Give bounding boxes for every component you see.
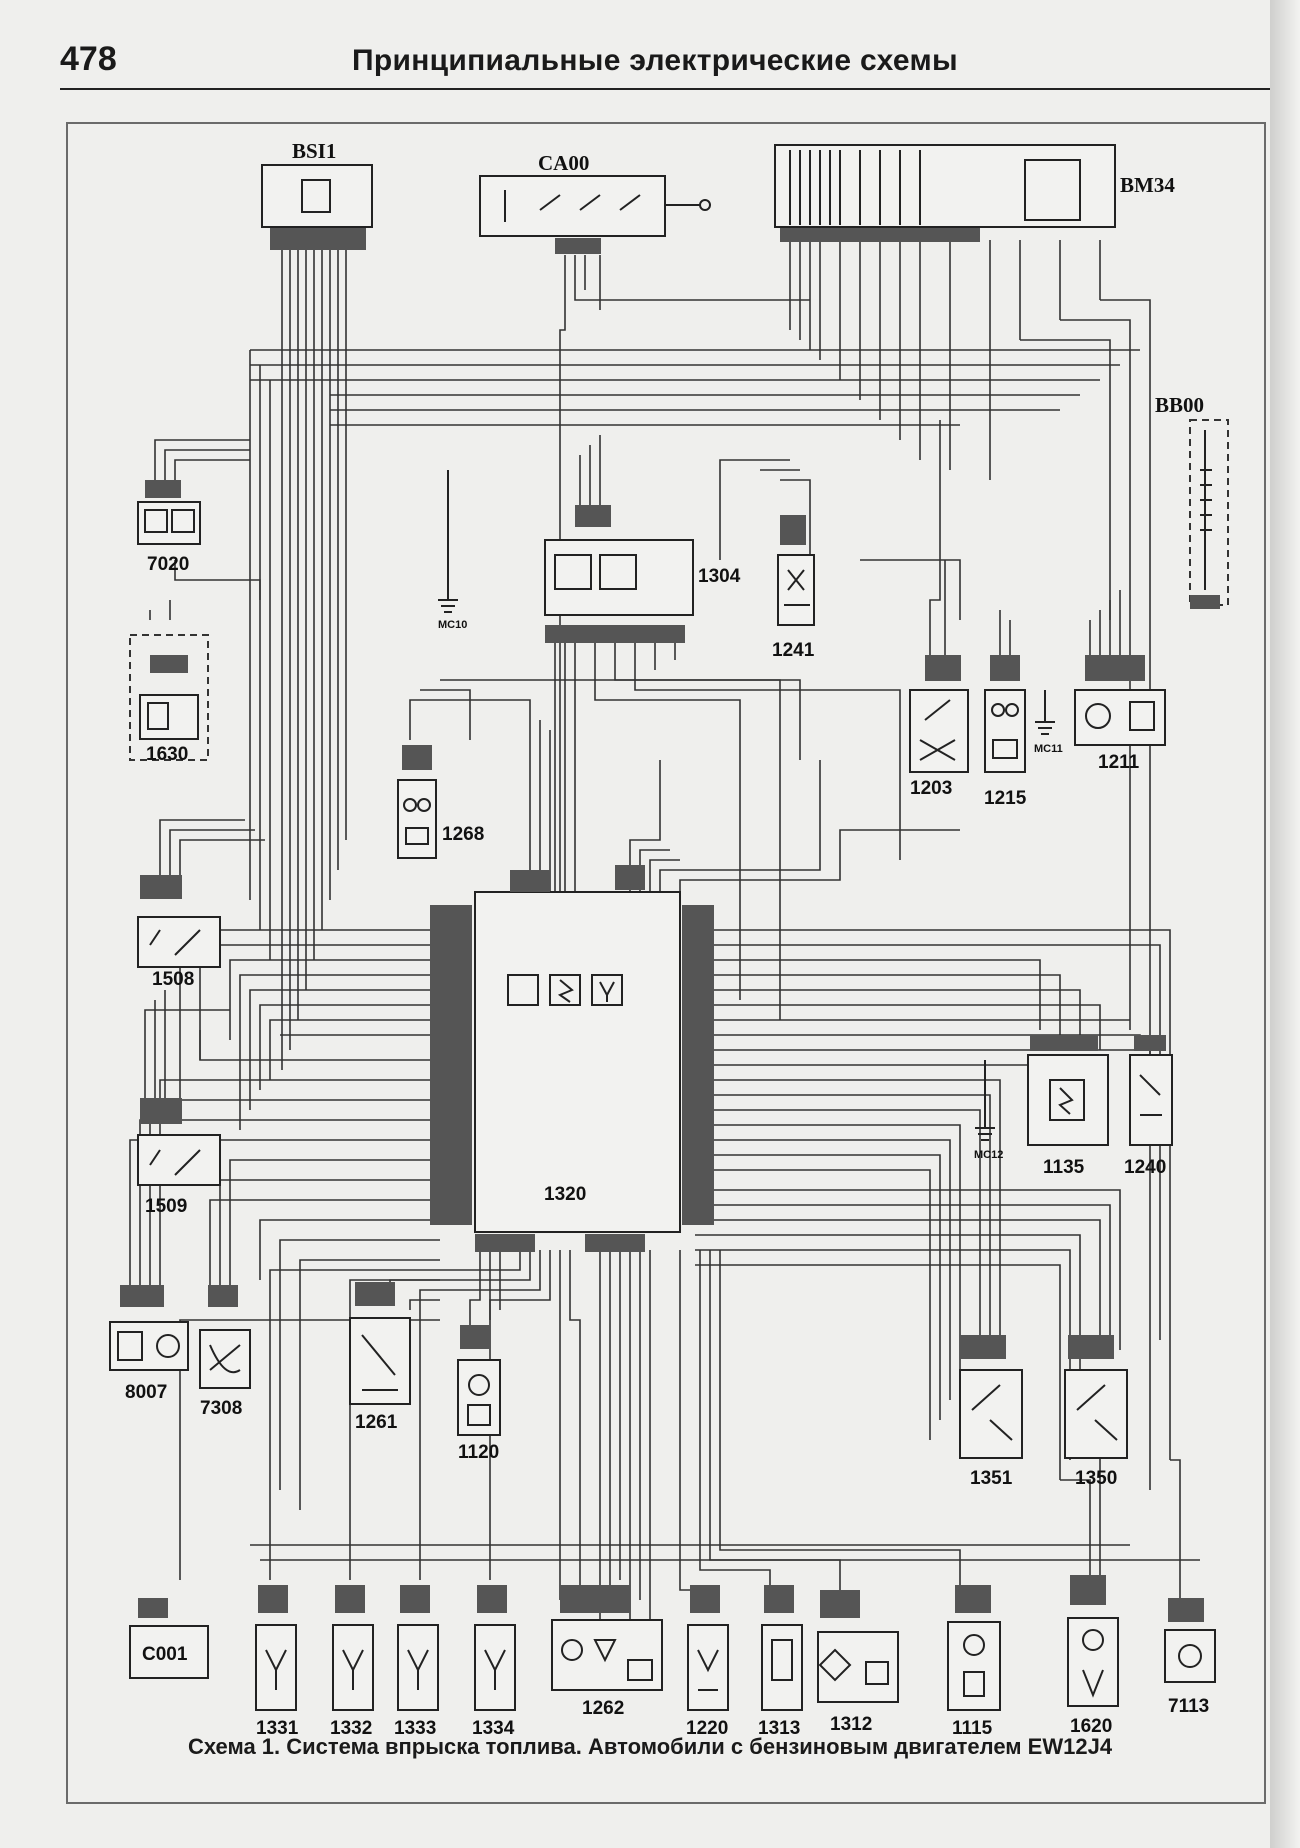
component-1312: 1312 xyxy=(817,1590,899,1735)
label-1268: 1268 xyxy=(442,824,484,845)
ground-label-3: MC12 xyxy=(974,1149,1003,1161)
component-1630: 1630 xyxy=(129,634,209,765)
label-BSI1: BSI1 xyxy=(292,139,336,163)
diagram-frame xyxy=(66,122,1266,1804)
component-1332: 1332 xyxy=(330,1585,374,1739)
diagram-caption: Схема 1. Система впрыска топлива. Автомо… xyxy=(187,1734,1113,1759)
label-1115: 1115 xyxy=(952,1718,993,1739)
component-1508: 1508 xyxy=(137,875,221,990)
label-1240: 1240 xyxy=(1124,1157,1166,1178)
component-1351: 1351 xyxy=(959,1335,1023,1489)
label-1509: 1509 xyxy=(145,1196,187,1217)
component-1320-ecu: 1320 xyxy=(430,865,714,1252)
label-1332: 1332 xyxy=(330,1718,372,1739)
label-1630: 1630 xyxy=(146,744,188,765)
ground-label-2: MC11 xyxy=(1034,743,1063,755)
label-7308: 7308 xyxy=(200,1398,242,1419)
label-CA00: CA00 xyxy=(538,151,589,175)
component-1304: 1304 xyxy=(544,505,741,643)
page-number: 478 xyxy=(60,40,117,78)
ground-label-1: MC10 xyxy=(438,619,467,631)
label-8007: 8007 xyxy=(125,1382,167,1403)
component-1211: 1211 xyxy=(1074,655,1166,773)
component-1333: 1333 xyxy=(394,1585,439,1739)
component-C001: C001 xyxy=(129,1598,209,1679)
component-CA00: CA00 xyxy=(479,151,711,254)
component-BSI1: BSI1 xyxy=(261,139,373,250)
component-BM34: BM34 xyxy=(774,144,1175,242)
label-1350: 1350 xyxy=(1075,1468,1117,1489)
ground-marker-mc10: MC10 xyxy=(438,470,467,631)
label-C001: C001 xyxy=(142,1644,188,1665)
component-1241: 1241 xyxy=(772,515,815,661)
component-1313: 1313 xyxy=(758,1585,803,1739)
label-1261: 1261 xyxy=(355,1412,398,1433)
component-BB00: BB00 xyxy=(1155,393,1229,609)
label-1211: 1211 xyxy=(1098,752,1140,773)
label-1262: 1262 xyxy=(582,1698,624,1719)
label-1333: 1333 xyxy=(394,1718,436,1739)
component-1350: 1350 xyxy=(1064,1335,1128,1489)
label-1351: 1351 xyxy=(970,1468,1013,1489)
component-1135: 1135 xyxy=(1027,1035,1109,1178)
component-7308: 7308 xyxy=(199,1285,251,1419)
label-1331: 1331 xyxy=(256,1718,299,1739)
label-1135: 1135 xyxy=(1043,1157,1085,1178)
component-1120: 1120 xyxy=(457,1325,501,1463)
label-1220: 1220 xyxy=(686,1718,728,1739)
component-1240: 1240 xyxy=(1124,1035,1173,1178)
label-1312: 1312 xyxy=(830,1714,872,1735)
label-1334: 1334 xyxy=(472,1718,515,1739)
component-1268: 1268 xyxy=(397,745,484,859)
label-BM34: BM34 xyxy=(1120,173,1175,197)
component-8007: 8007 xyxy=(109,1285,189,1403)
ecu-spark-icon xyxy=(549,974,581,1006)
label-1120: 1120 xyxy=(458,1442,499,1463)
component-1509: 1509 xyxy=(137,1098,221,1217)
ground-marker-mc11: MC11 xyxy=(1034,690,1063,755)
page-edge xyxy=(1270,0,1300,1848)
component-7020: 7020 xyxy=(137,480,201,575)
wire-harness xyxy=(129,240,1200,1620)
label-BB00: BB00 xyxy=(1155,393,1204,417)
label-1304: 1304 xyxy=(698,566,741,587)
component-1203: 1203 xyxy=(909,655,969,799)
label-7020: 7020 xyxy=(147,554,189,575)
component-1261: 1261 xyxy=(349,1282,411,1433)
label-1620: 1620 xyxy=(1070,1716,1112,1737)
page-title: Принципиальные электрические схемы xyxy=(352,44,958,77)
label-1241: 1241 xyxy=(772,640,815,661)
component-7113: 7113 xyxy=(1164,1598,1216,1717)
label-1320: 1320 xyxy=(544,1184,586,1205)
component-1215: 1215 xyxy=(984,655,1027,809)
label-1313: 1313 xyxy=(758,1718,800,1739)
label-7113: 7113 xyxy=(1168,1696,1209,1717)
component-1620: 1620 xyxy=(1067,1575,1119,1737)
label-1508: 1508 xyxy=(152,969,194,990)
page-header: 478 Принципиальные электрические схемы xyxy=(60,36,1270,90)
ground-marker-mc12: MC12 xyxy=(974,1060,1003,1161)
label-1203: 1203 xyxy=(910,778,952,799)
component-1115: 1115 xyxy=(947,1585,1001,1739)
component-1220: 1220 xyxy=(686,1585,729,1739)
component-1262: 1262 xyxy=(551,1585,663,1719)
component-1334: 1334 xyxy=(472,1585,516,1739)
component-1331: 1331 xyxy=(255,1585,299,1739)
ecu-relay-icon xyxy=(507,974,539,1006)
label-1215: 1215 xyxy=(984,788,1027,809)
ecu-injector-icon xyxy=(591,974,623,1006)
